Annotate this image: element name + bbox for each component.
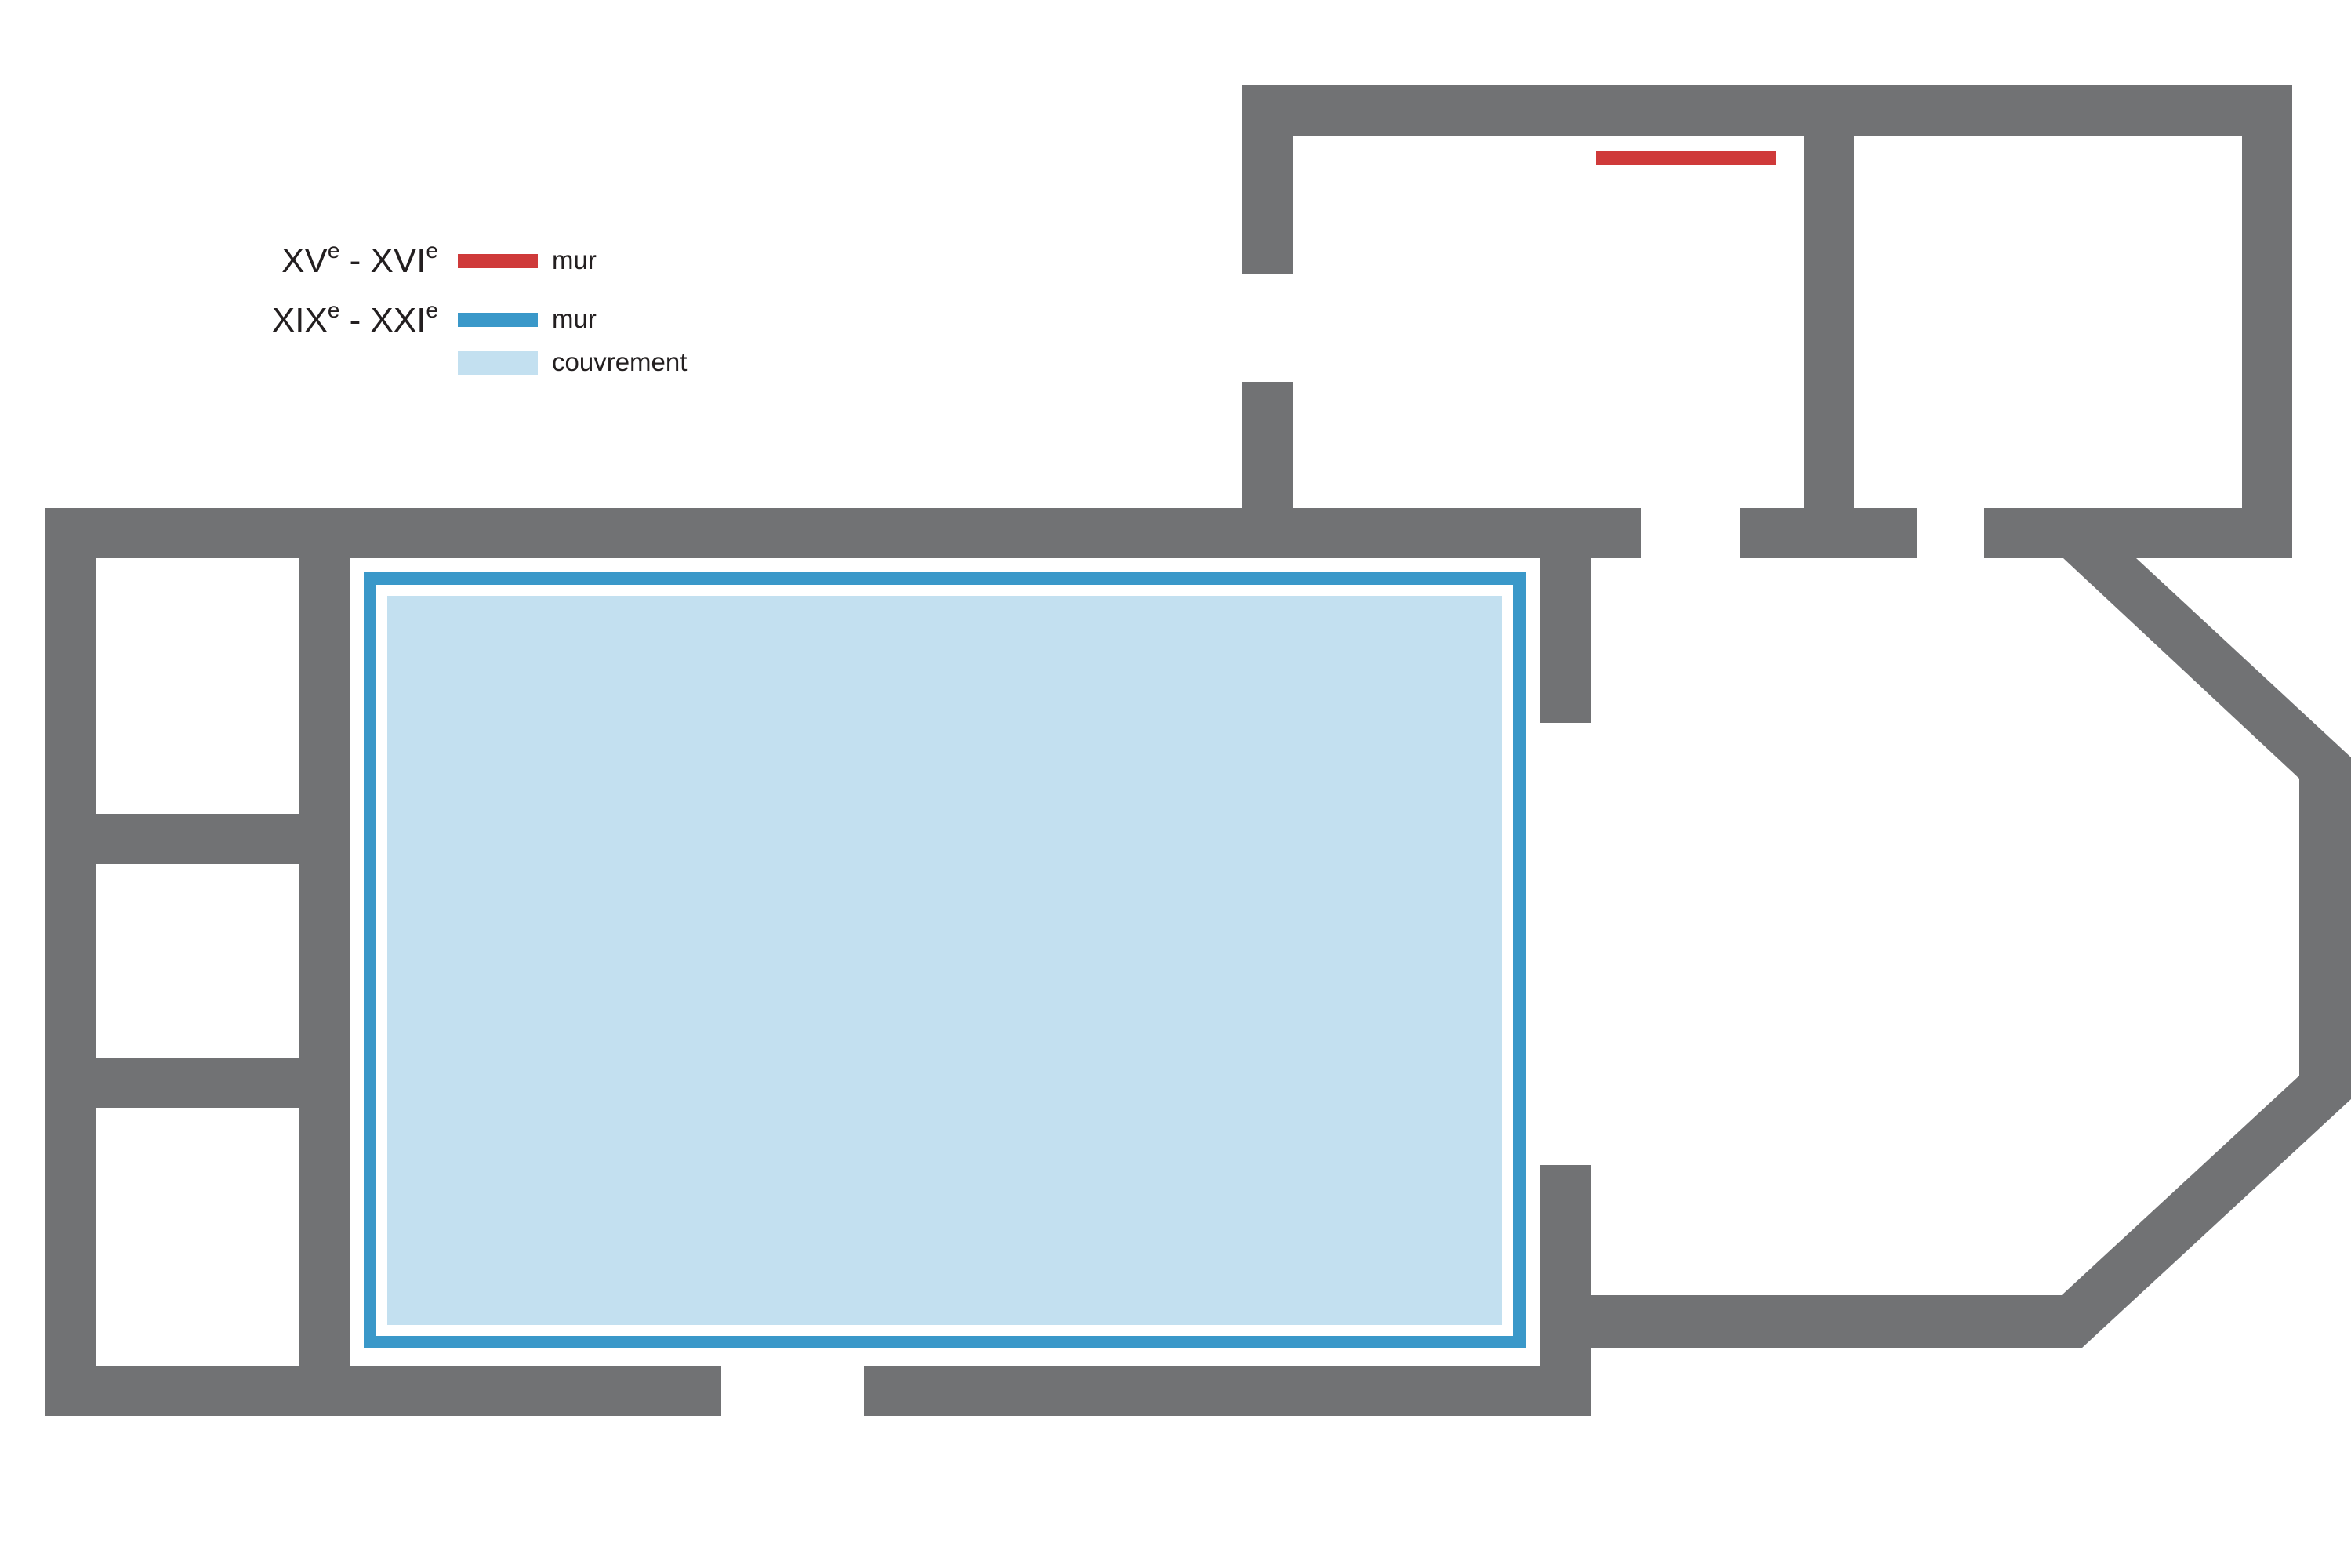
wall-left-outer (45, 508, 96, 1416)
wall-upper-left-top (1242, 85, 1293, 274)
wall-upper-top (1242, 85, 2292, 136)
existing-walls (45, 85, 2351, 1416)
wall-apse (1591, 558, 2351, 1348)
wall-xv-xvi (1596, 151, 1776, 165)
wall-interior-cross-2 (45, 1058, 350, 1108)
wall-upper-bottom-right (1984, 508, 2292, 558)
wall-hall-right-upper (1540, 508, 1591, 723)
couvrement-area (387, 596, 1502, 1325)
wall-interior-cross-1 (45, 814, 350, 864)
wall-upper-right (2242, 85, 2292, 558)
wall-interior-vertical (299, 508, 350, 1416)
wall-xix-xxi (364, 572, 1526, 1348)
wall-upper-middle (1804, 85, 1854, 558)
wall-upper-left-bottom (1242, 382, 1293, 558)
wall-bottom-left (45, 1366, 721, 1416)
wall-top-main (45, 508, 1641, 558)
wall-upper-bottom-mid (1740, 508, 1917, 558)
wall-bottom-right (864, 1366, 1591, 1416)
wall-hall-right-lower (1540, 1165, 1591, 1416)
